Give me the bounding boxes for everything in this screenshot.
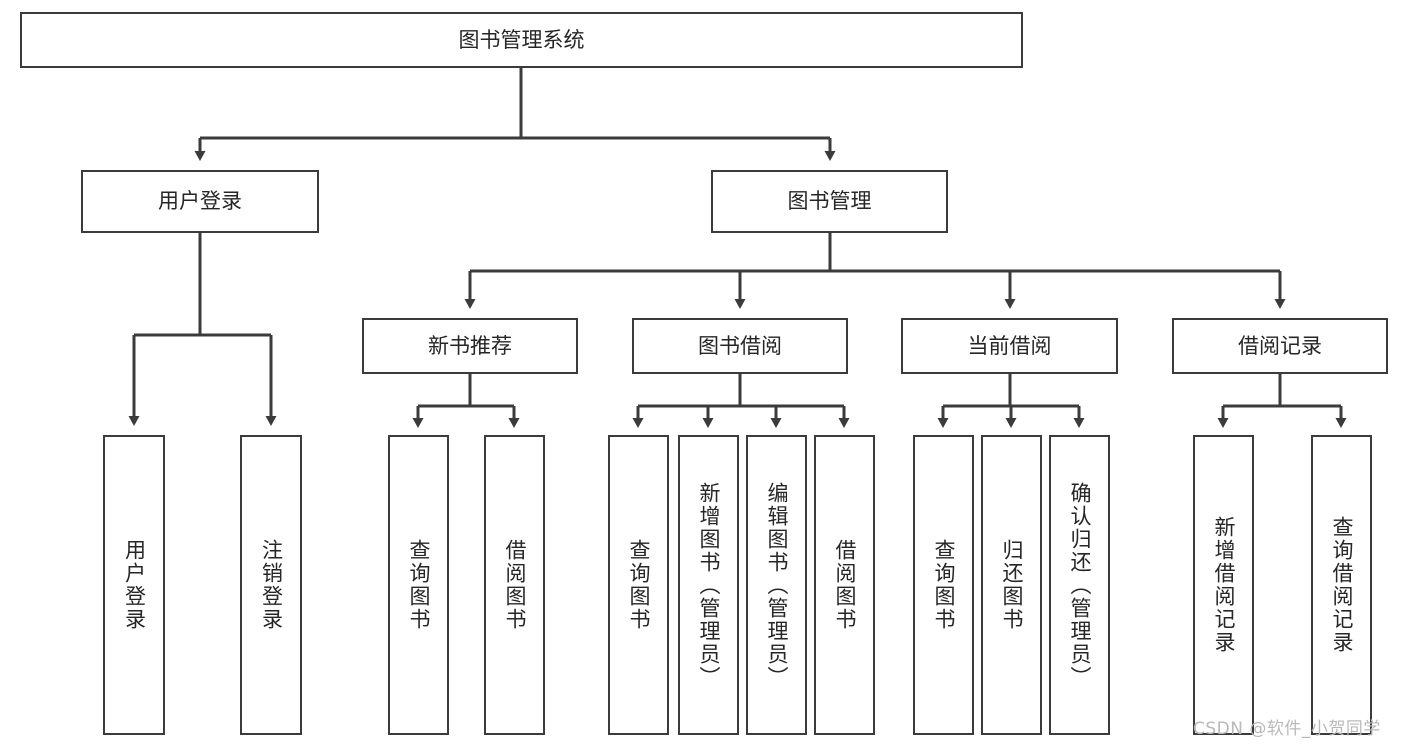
node-leaf-query-book-3[interactable]: 查询图书 xyxy=(913,435,974,735)
node-leaf-add-record[interactable]: 新增借阅记录 xyxy=(1193,435,1254,735)
node-borrow-record[interactable]: 借阅记录 xyxy=(1172,318,1388,374)
node-book-manage-label: 图书管理 xyxy=(787,189,872,214)
node-leaf-add-record-label: 新增借阅记录 xyxy=(1212,516,1236,654)
node-book-borrow[interactable]: 图书借阅 xyxy=(632,318,848,374)
node-book-manage[interactable]: 图书管理 xyxy=(711,170,948,233)
node-leaf-confirm-return[interactable]: 确认归还（管理员） xyxy=(1049,435,1110,735)
node-leaf-query-record[interactable]: 查询借阅记录 xyxy=(1311,435,1372,735)
node-current-borrow-label: 当前借阅 xyxy=(967,333,1052,358)
node-leaf-query-book-3-label: 查询图书 xyxy=(932,539,956,631)
node-leaf-query-book-2[interactable]: 查询图书 xyxy=(608,435,669,735)
node-leaf-query-book-1[interactable]: 查询图书 xyxy=(388,435,449,735)
node-leaf-borrow-book-2[interactable]: 借阅图书 xyxy=(814,435,875,735)
node-leaf-add-book-label: 新增图书（管理员） xyxy=(697,481,721,689)
node-leaf-query-book-2-label: 查询图书 xyxy=(627,539,651,631)
node-leaf-query-record-label: 查询借阅记录 xyxy=(1330,516,1354,654)
node-leaf-borrow-book-2-label: 借阅图书 xyxy=(833,539,857,631)
node-root[interactable]: 图书管理系统 xyxy=(20,12,1023,68)
node-book-borrow-label: 图书借阅 xyxy=(698,333,782,358)
node-leaf-logout[interactable]: 注销登录 xyxy=(240,435,302,735)
node-leaf-user-login-label: 用户登录 xyxy=(122,539,147,631)
node-new-book-rec-label: 新书推荐 xyxy=(428,333,512,358)
node-leaf-user-login[interactable]: 用户登录 xyxy=(103,435,165,735)
node-leaf-logout-label: 注销登录 xyxy=(259,539,284,631)
node-borrow-record-label: 借阅记录 xyxy=(1238,333,1322,358)
node-user-login-label: 用户登录 xyxy=(158,189,242,214)
node-current-borrow[interactable]: 当前借阅 xyxy=(901,318,1118,374)
node-leaf-edit-book[interactable]: 编辑图书（管理员） xyxy=(746,435,807,735)
node-leaf-return-book[interactable]: 归还图书 xyxy=(981,435,1042,735)
node-leaf-query-book-1-label: 查询图书 xyxy=(407,539,431,631)
node-leaf-add-book[interactable]: 新增图书（管理员） xyxy=(678,435,739,735)
node-leaf-confirm-return-label: 确认归还（管理员） xyxy=(1068,481,1092,689)
node-user-login[interactable]: 用户登录 xyxy=(81,170,319,233)
node-leaf-return-book-label: 归还图书 xyxy=(1000,539,1024,631)
node-leaf-edit-book-label: 编辑图书（管理员） xyxy=(765,481,789,689)
node-new-book-rec[interactable]: 新书推荐 xyxy=(362,318,578,374)
node-leaf-borrow-book-1-label: 借阅图书 xyxy=(503,539,527,631)
csdn-watermark: CSDN @软件_小贺同学 xyxy=(1193,719,1381,739)
node-leaf-borrow-book-1[interactable]: 借阅图书 xyxy=(484,435,545,735)
node-root-label: 图书管理系统 xyxy=(458,27,585,52)
